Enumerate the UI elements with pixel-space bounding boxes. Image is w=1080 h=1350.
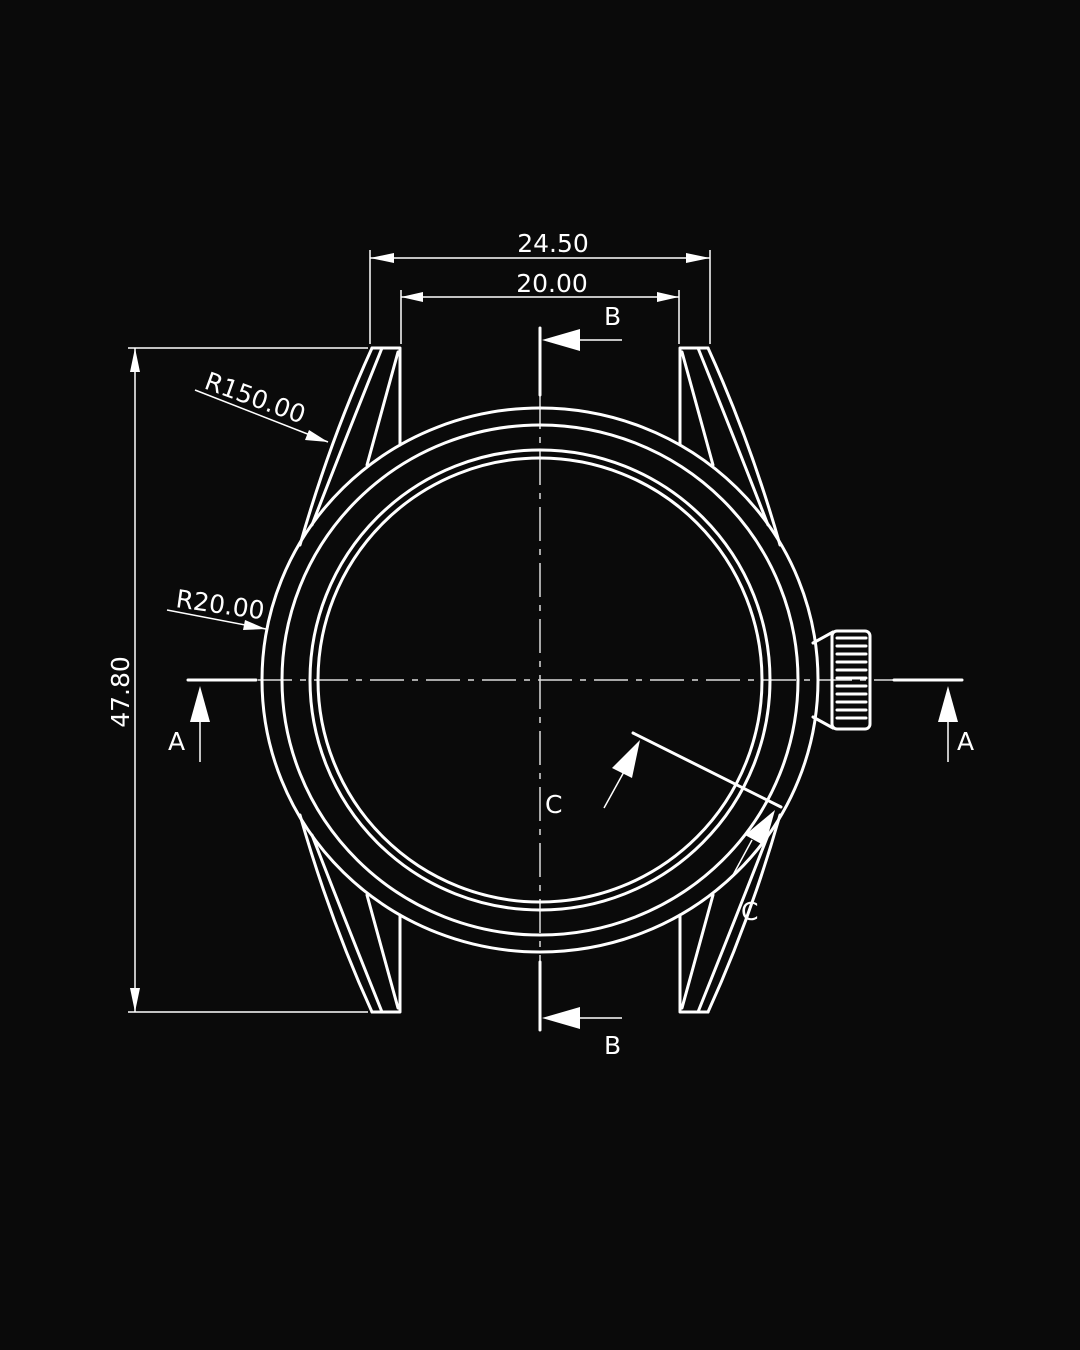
section-label: A bbox=[168, 727, 185, 756]
section-label: B bbox=[604, 302, 621, 331]
case-body bbox=[260, 406, 820, 954]
section-marker-a-left: A bbox=[168, 678, 258, 762]
dimension-lug-inner-width: 20.00 bbox=[400, 269, 680, 344]
section-label: A bbox=[957, 727, 974, 756]
lug-top-left bbox=[298, 346, 402, 547]
lug-bottom-right bbox=[678, 813, 782, 1014]
dimension-lug-outer-width: 24.50 bbox=[369, 229, 711, 344]
section-label: C bbox=[545, 790, 562, 819]
dimension-label: R20.00 bbox=[174, 584, 266, 625]
crown bbox=[811, 629, 872, 731]
dimension-label: 24.50 bbox=[517, 229, 589, 258]
dimension-overall-height: 47.80 bbox=[106, 347, 368, 1013]
dimension-label: 47.80 bbox=[106, 656, 135, 728]
section-marker-c: C C bbox=[545, 731, 783, 926]
section-marker-b-bottom: B bbox=[538, 960, 622, 1060]
section-label: C bbox=[741, 897, 758, 926]
dimension-label: 20.00 bbox=[516, 269, 588, 298]
section-marker-a-right: A bbox=[892, 678, 974, 762]
section-marker-b-top: B bbox=[538, 302, 622, 397]
dimension-label: R150.00 bbox=[201, 366, 309, 429]
lug-top-right bbox=[678, 346, 782, 547]
lug-bottom-left bbox=[298, 813, 402, 1014]
dimension-lug-radius: R150.00 bbox=[194, 366, 329, 443]
section-label: B bbox=[604, 1031, 621, 1060]
dimension-case-radius: R20.00 bbox=[166, 584, 266, 630]
